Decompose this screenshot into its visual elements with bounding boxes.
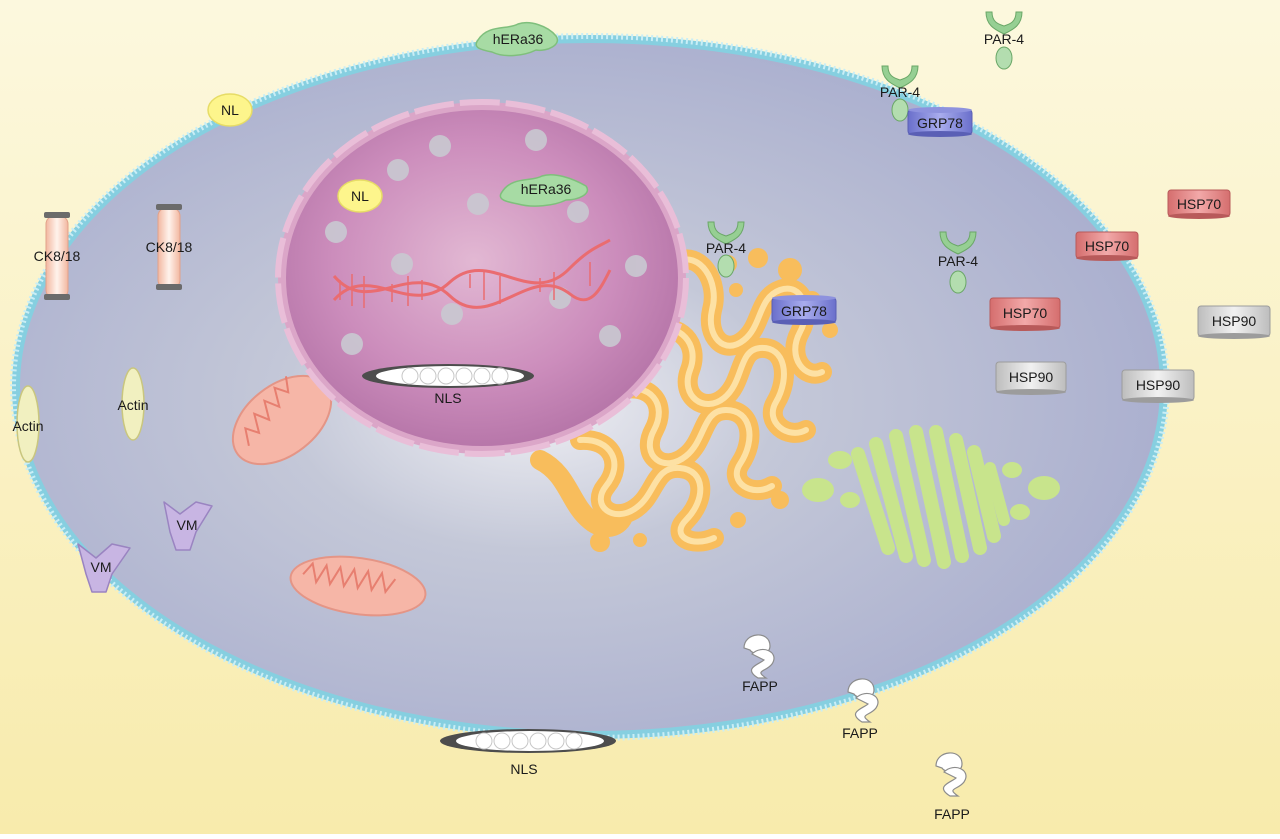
mitochondrion-lower	[289, 555, 427, 617]
hsp90-membrane: HSP90	[1121, 369, 1195, 403]
hsp90-label-outside: HSP90	[1212, 313, 1257, 329]
par4-outside: PAR-4	[984, 11, 1024, 70]
hera36-membrane: hERa36	[475, 22, 559, 57]
hsp70-label-outside: HSP70	[1177, 196, 1222, 212]
actin-cytoplasm: Actin	[117, 367, 149, 441]
fapp-membrane: FAPP	[842, 678, 879, 741]
grp78-label-membrane: GRP78	[917, 115, 963, 131]
par4-cytoplasm: PAR-4	[938, 231, 978, 294]
dna-helix	[332, 238, 612, 309]
nls-pore-membrane	[440, 729, 616, 753]
hsp70-outside: HSP70	[1167, 189, 1231, 219]
fapp-label-cytoplasm: FAPP	[742, 678, 778, 694]
nucleus	[275, 99, 689, 457]
hsp90-label-membrane: HSP90	[1136, 377, 1181, 393]
golgi-apparatus	[530, 249, 832, 552]
nls-label-nucleus: NLS	[434, 390, 461, 406]
fapp-outside: FAPP	[934, 752, 970, 822]
hsp90-outside: HSP90	[1197, 305, 1271, 339]
hera36-label-membrane: hERa36	[493, 31, 544, 47]
hsp90-cytoplasm: HSP90	[995, 361, 1067, 395]
actin-label-cytoplasm: Actin	[117, 397, 148, 413]
vm-cytoplasm: VM	[163, 501, 213, 551]
hsp70-membrane: HSP70	[1075, 231, 1139, 261]
nl-nucleus: NL	[337, 179, 383, 213]
nl-label-nucleus: NL	[351, 188, 369, 204]
nl-membrane: NL	[207, 93, 253, 127]
ck818-label-membrane: CK8/18	[34, 248, 81, 264]
actin-membrane: Actin	[12, 385, 44, 463]
vm-membrane: VM	[77, 543, 131, 593]
er-vesicles-green	[802, 451, 1060, 520]
par4-label-er: PAR-4	[706, 240, 746, 256]
nls-pore-nucleus	[362, 364, 534, 388]
ck818-membrane: CK8/18	[34, 212, 81, 300]
fapp-cytoplasm: FAPP	[742, 634, 778, 694]
nl-label-membrane: NL	[221, 102, 239, 118]
hera36-nucleus: hERa36	[499, 174, 589, 207]
par4-membrane: PAR-4	[880, 65, 920, 122]
ck818-label-cytoplasm: CK8/18	[146, 239, 193, 255]
par4-er: PAR-4	[706, 221, 746, 278]
nls-label-membrane: NLS	[510, 761, 537, 777]
actin-label-membrane: Actin	[12, 418, 43, 434]
par4-label-cytoplasm: PAR-4	[938, 253, 978, 269]
vm-label-cytoplasm: VM	[177, 517, 198, 533]
endoplasmic-reticulum	[851, 425, 1010, 569]
grp78-membrane: GRP78	[907, 107, 973, 137]
fapp-label-outside: FAPP	[934, 806, 970, 822]
hsp70-label-membrane: HSP70	[1085, 238, 1130, 254]
grp78-er: GRP78	[771, 295, 837, 325]
hsp90-label-cytoplasm: HSP90	[1009, 369, 1054, 385]
par4-label-outside: PAR-4	[984, 31, 1024, 47]
ck818-cytoplasm: CK8/18	[146, 204, 193, 290]
hsp70-cytoplasm: HSP70	[989, 297, 1061, 331]
par4-label-membrane: PAR-4	[880, 84, 920, 100]
hsp70-label-cytoplasm: HSP70	[1003, 305, 1048, 321]
fapp-label-membrane: FAPP	[842, 725, 878, 741]
grp78-label-er: GRP78	[781, 303, 827, 319]
vm-label-membrane: VM	[91, 559, 112, 575]
hera36-label-nucleus: hERa36	[521, 181, 572, 197]
